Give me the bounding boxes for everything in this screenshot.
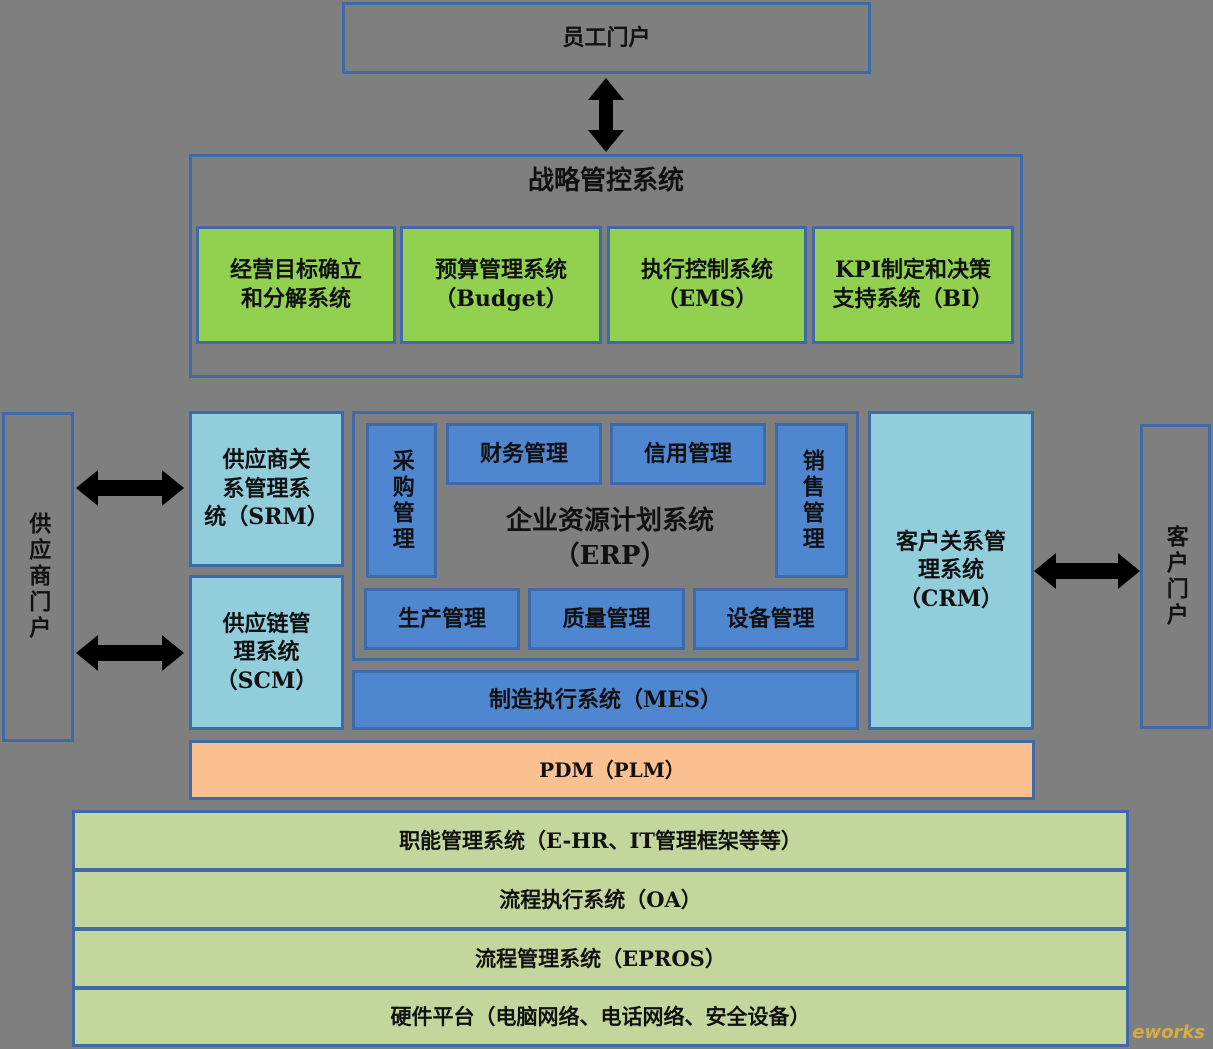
crm-box: 客户关系管 理系统 （CRM）: [868, 411, 1034, 730]
strategy-module-ems: 执行控制系统 （EMS）: [607, 226, 807, 344]
layer-hardware-platform: 硬件平台（电脑网络、电话网络、安全设备）: [72, 987, 1129, 1047]
erp-procurement: 采购管理: [366, 423, 437, 578]
mes-box: 制造执行系统（MES）: [352, 670, 859, 730]
erp-production: 生产管理: [364, 588, 520, 650]
erp-title: 企业资源计划系统 （ERP）: [505, 506, 714, 572]
layer-process-management: 流程管理系统（EPROS）: [72, 928, 1129, 989]
strategy-module-bi: KPI制定和决策 支持系统（BI）: [812, 226, 1014, 344]
erp-frame: [352, 411, 859, 661]
erp-finance: 财务管理: [446, 423, 602, 485]
layer-functional-management: 职能管理系统（E-HR、IT管理框架等等）: [72, 810, 1129, 871]
strategy-module-objectives: 经营目标确立 和分解系统: [196, 226, 396, 344]
employee-portal: 员工门户: [342, 2, 871, 74]
employee-portal-label: 员工门户: [562, 24, 651, 51]
strategy-module-budget: 预算管理系统 （Budget）: [400, 226, 602, 344]
layer-process-execution: 流程执行系统（OA）: [72, 869, 1129, 930]
supplier-portal: 供应商门户: [2, 412, 74, 742]
customer-portal: 客户门户: [1140, 424, 1211, 729]
srm-arrow-icon: [76, 470, 184, 506]
eworks-logo: eworks: [1132, 1022, 1205, 1043]
srm-box: 供应商关 系管理系 统（SRM）: [189, 411, 344, 567]
erp-equipment: 设备管理: [693, 588, 848, 650]
scm-box: 供应链管 理系统 （SCM）: [189, 575, 344, 730]
employee-strategy-arrow-icon: [588, 78, 624, 152]
erp-sales: 销售管理: [775, 423, 848, 578]
erp-quality: 质量管理: [528, 588, 685, 650]
strategy-frame: [189, 154, 1023, 378]
erp-credit: 信用管理: [610, 423, 766, 485]
strategy-title: 战略管控系统: [527, 166, 684, 196]
pdm-box: PDM（PLM）: [189, 740, 1035, 800]
crm-arrow-icon: [1034, 553, 1140, 589]
scm-arrow-icon: [76, 635, 184, 671]
